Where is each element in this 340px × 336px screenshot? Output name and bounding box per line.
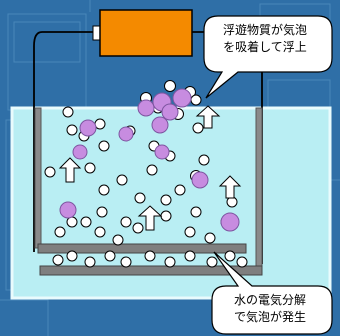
power-supply [92, 9, 193, 57]
callout-bottom-shape [211, 251, 333, 335]
callout-bottom-line2: で気泡が発生 [233, 310, 306, 324]
callout-top-line2: を吸着して浮上 [223, 40, 307, 54]
callout-top-line1: 浮遊物質が気泡 [222, 23, 307, 37]
callout-bottom-line1: 水の電気分解 [233, 293, 306, 307]
up-arrows [58, 105, 242, 231]
bubbles [44, 80, 248, 268]
callout-top-shape [203, 15, 333, 99]
electrode-post-right [255, 107, 263, 275]
callout-bottom-text: 水の電気分解 で気泡が発生 [214, 292, 326, 326]
callout-top-text: 浮遊物質が気泡 を吸着して浮上 [205, 22, 325, 56]
electrode-plate-top [37, 243, 247, 254]
up-arrow-icon [58, 157, 82, 183]
up-arrow-icon [137, 205, 163, 231]
up-arrow-icon [195, 105, 221, 129]
electrode-post-left [34, 107, 42, 249]
wire-left [33, 31, 100, 252]
electrode-plate-bottom [39, 265, 263, 276]
up-arrow-icon [218, 175, 242, 199]
particles [59, 88, 240, 232]
